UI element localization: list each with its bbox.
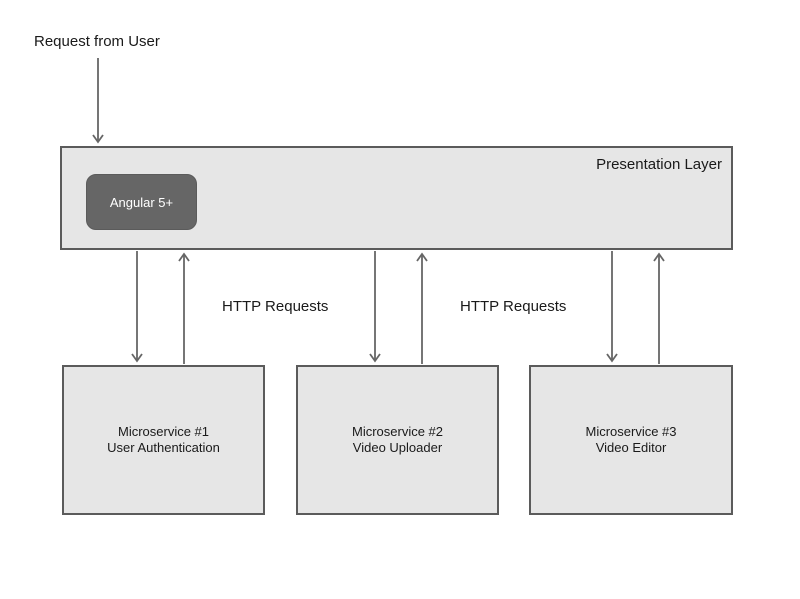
angular-label: Angular 5+ <box>109 194 174 210</box>
microservice-2-subtitle: Video Uploader <box>352 440 443 455</box>
angular-node: Angular 5+ <box>86 174 197 230</box>
microservice-1-box: Microservice #1 User Authentication <box>62 365 265 515</box>
http-requests-label-right: HTTP Requests <box>460 298 567 315</box>
microservice-3-title: Microservice #3 <box>585 424 677 439</box>
presentation-layer-box: Presentation Layer Angular 5+ <box>60 146 733 250</box>
presentation-layer-label: Presentation Layer <box>596 156 722 173</box>
ms3-down-arrow <box>606 251 618 363</box>
microservice-1-subtitle: User Authentication <box>107 440 220 455</box>
ms2-up-arrow <box>416 252 428 364</box>
ms1-down-arrow <box>131 251 143 363</box>
microservice-2-title: Microservice #2 <box>351 424 444 439</box>
microservice-1-title: Microservice #1 <box>117 424 210 439</box>
ms2-down-arrow <box>369 251 381 363</box>
request-from-user-label: Request from User <box>34 33 160 50</box>
microservice-2-box: Microservice #2 Video Uploader <box>296 365 499 515</box>
microservice-3-box: Microservice #3 Video Editor <box>529 365 733 515</box>
ms3-up-arrow <box>653 252 665 364</box>
microservice-3-subtitle: Video Editor <box>595 440 667 455</box>
ms1-up-arrow <box>178 252 190 364</box>
http-requests-label-left: HTTP Requests <box>222 298 329 315</box>
user-request-arrow <box>92 58 104 144</box>
